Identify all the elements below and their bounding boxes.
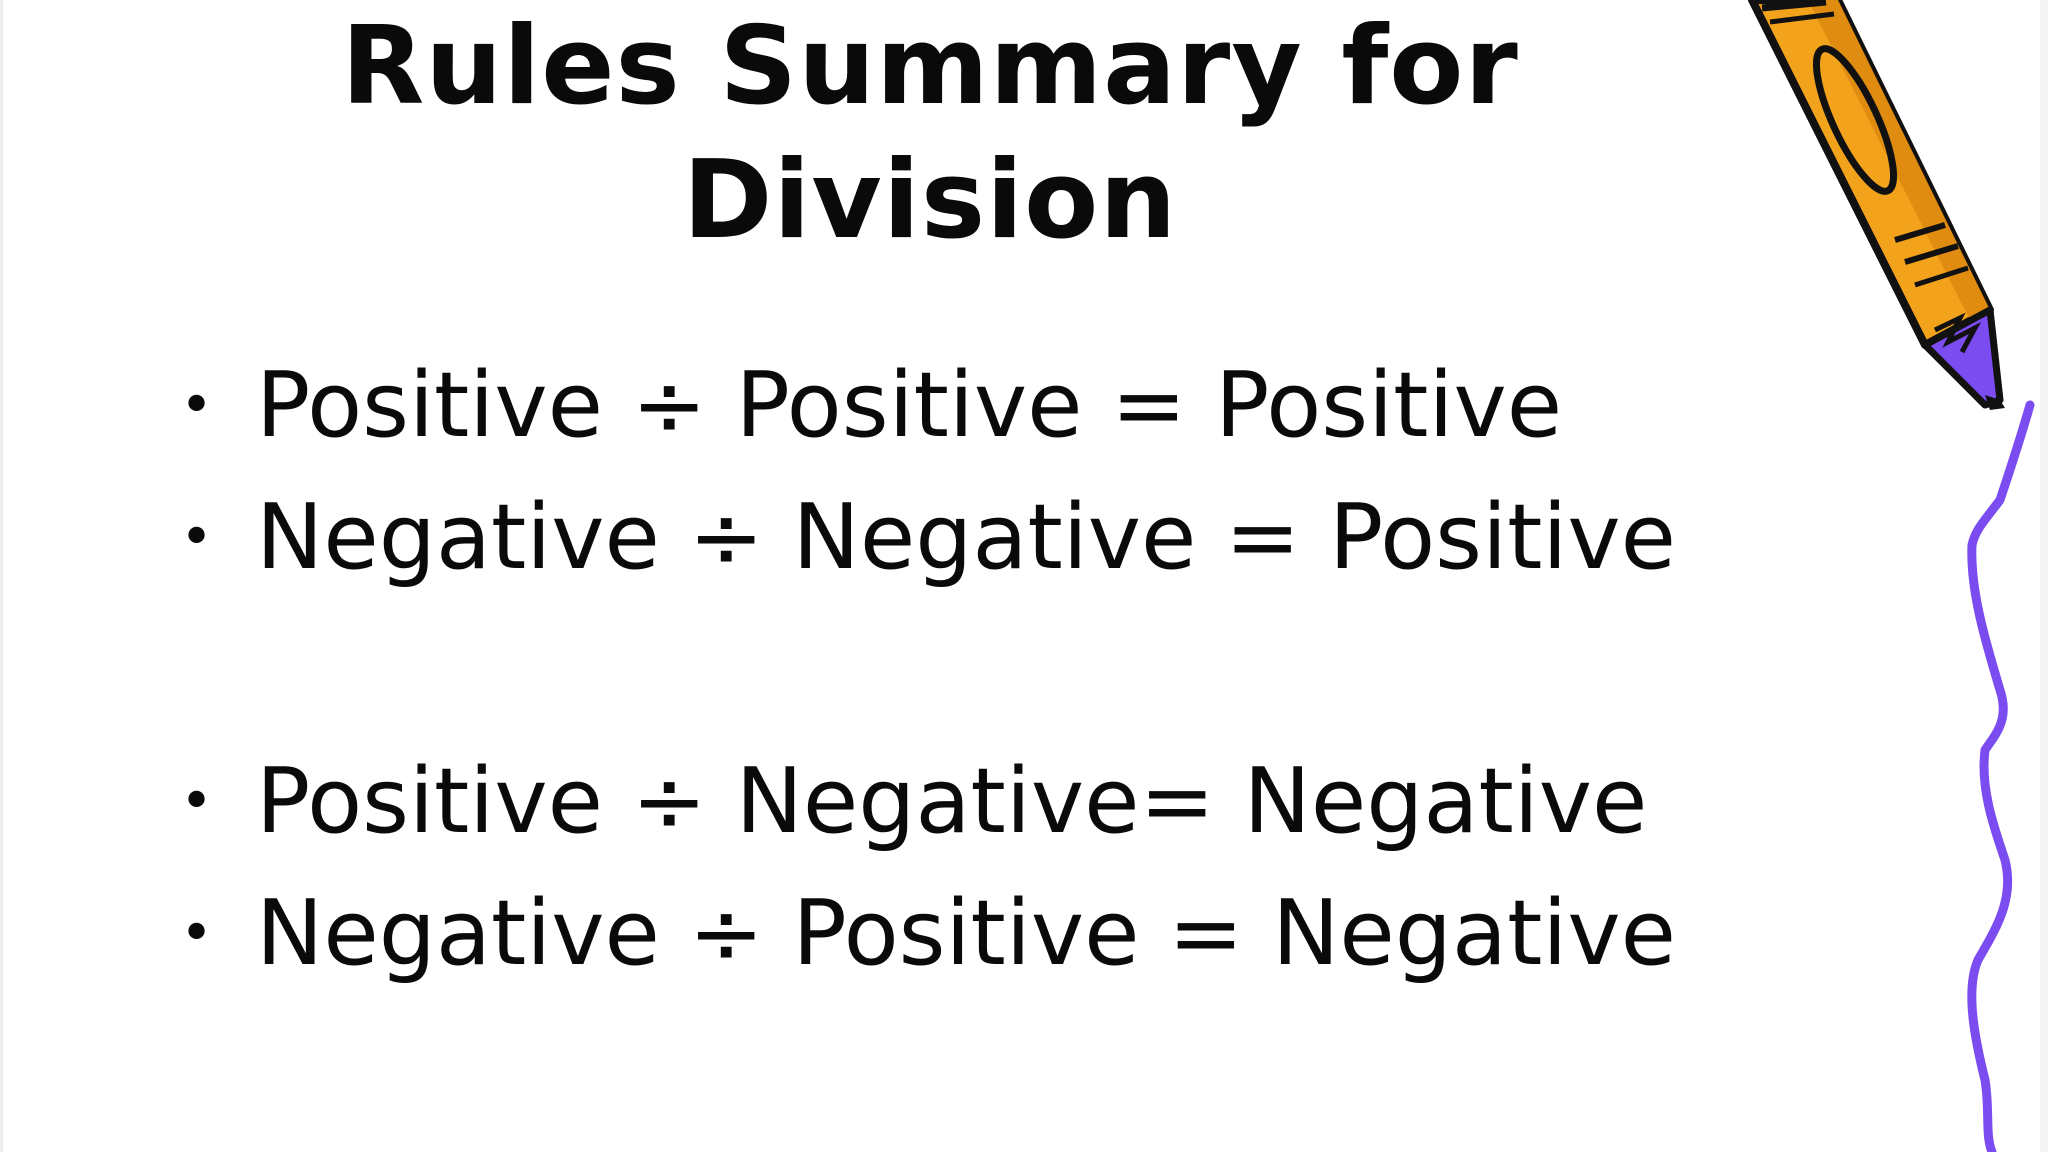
pencil-body: [1748, 0, 1994, 349]
slide-title: Rules Summary for Division: [260, 0, 1600, 268]
rule-item: • Negative ÷ Positive = Negative: [170, 868, 1676, 1000]
title-line-2: Division: [682, 138, 1178, 263]
rules-list: • Positive ÷ Positive = Positive • Negat…: [170, 340, 1676, 1000]
pencil-icon: [1748, 0, 2035, 1152]
rule-item: • Positive ÷ Negative= Negative: [170, 736, 1676, 868]
rule-text: Positive ÷ Negative= Negative: [256, 749, 1648, 854]
bullet-dot-icon: •: [180, 769, 214, 834]
slide-left-edge: [0, 0, 3, 1152]
bullet-dot-icon: •: [180, 373, 214, 438]
rule-item: • Negative ÷ Negative = Positive: [170, 472, 1676, 604]
slide-right-strip: [2040, 0, 2048, 1152]
rule-text: Positive ÷ Positive = Positive: [256, 353, 1563, 458]
bullet-dot-icon: •: [180, 505, 214, 570]
title-line-1: Rules Summary for: [341, 4, 1519, 129]
rule-text: Negative ÷ Negative = Positive: [256, 485, 1677, 590]
bullet-dot-icon: •: [180, 901, 214, 966]
pencil-tip: [1921, 306, 2005, 410]
rule-text: Negative ÷ Positive = Negative: [256, 881, 1677, 986]
pencil-drawn-line: [1967, 400, 2035, 1152]
rule-item: • Positive ÷ Positive = Positive: [170, 340, 1676, 472]
